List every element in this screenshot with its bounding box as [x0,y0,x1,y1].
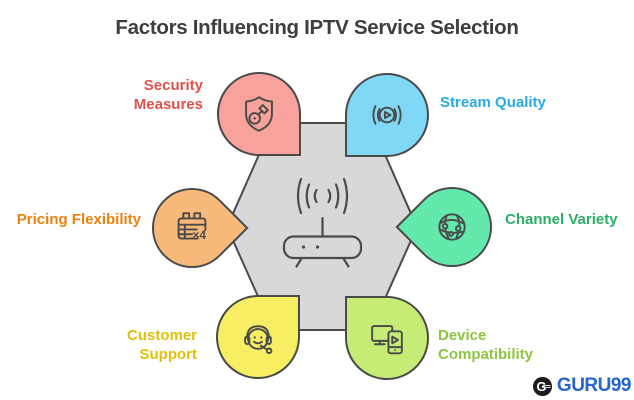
label-line: Customer [126,327,197,344]
multi-device-icon [371,325,403,355]
label-line: Support [139,345,198,363]
label-device-compatibility: Device Compatibility [438,327,533,364]
node-pricing-flexibility: ×4 [135,171,249,285]
rate-table-icon: ×4 [177,212,207,242]
label-channel-variety: Channel Variety [505,211,618,230]
label-pricing-flexibility: Pricing Flexibility [17,211,141,230]
node-customer-support [216,295,300,379]
label-stream-quality: Stream Quality [440,94,546,113]
rate-multiplier-text: ×4 [192,228,206,242]
brand-logo: G GURU99 [532,375,632,397]
wifi-router-icon [282,177,363,268]
globe-network-icon [438,213,466,241]
brand-name: GURU99 [556,375,632,396]
svg-text:G: G [536,378,546,393]
node-device-compatibility [345,296,429,380]
node-security-measures [217,72,301,156]
node-channel-variety [395,170,509,284]
headset-agent-icon [244,325,273,355]
label-line: Security [143,77,203,94]
broadcast-play-icon [372,105,402,125]
label-line: Stream Quality [440,94,546,111]
shield-key-icon [245,96,273,132]
node-stream-quality [345,73,429,157]
label-line: Device [438,327,487,344]
page-title: Factors Influencing IPTV Service Selecti… [115,16,519,39]
label-line: Measures [133,95,203,113]
label-security-measures: Security Measures [134,77,203,114]
label-customer-support: Customer Support [127,327,197,364]
label-line: Pricing Flexibility [16,211,141,228]
label-line: Compatibility [438,345,534,363]
guru99-logo-icon: G [532,376,552,396]
label-line: Channel Variety [505,211,618,228]
